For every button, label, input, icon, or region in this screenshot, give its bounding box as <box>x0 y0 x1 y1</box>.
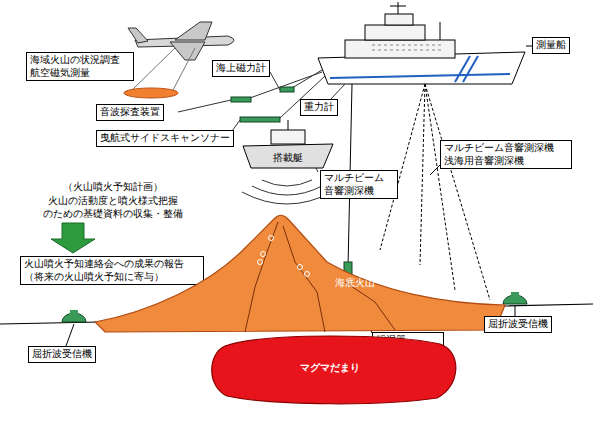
boat-cabin <box>271 130 305 144</box>
label-text: 音波探査装置 <box>100 106 160 119</box>
callout-box: 海域火山の状況調査 航空磁気測量 <box>26 52 134 81</box>
boat-mast <box>288 120 289 130</box>
callout-box: 測量船 <box>532 37 570 54</box>
magma-body <box>212 336 456 404</box>
shape-label: 搭載艇 <box>273 151 303 165</box>
callout-box: 音波探査装置 <box>96 104 164 121</box>
volcano-body <box>95 215 505 332</box>
boat: 搭載艇 <box>243 126 333 170</box>
callout-box: マルチビーム音響測深機 浅海用音響測深機 <box>440 140 572 169</box>
magma-chamber: マグマだまり <box>205 332 460 404</box>
plan-note: （火山噴火予知計画）火山の活動度と噴火様式把握 のための基礎資料の収集・整備 <box>18 180 208 220</box>
label-text: 重力計 <box>304 101 334 114</box>
block-arrow <box>51 223 95 253</box>
label-text: マルチビーム音響測深機 浅海用音響測深機 <box>444 142 568 167</box>
label-text: 火山噴火予知連絡会への成果の報告 （将来の火山噴火予知に寄与） <box>24 258 200 283</box>
boat-shape <box>243 126 333 170</box>
bubble <box>305 272 310 277</box>
shape-label: マグマだまり <box>300 361 360 375</box>
bubble <box>269 236 274 241</box>
volcano-conduit <box>245 222 395 332</box>
report-box: 火山噴火予知連絡会への成果の報告 （将来の火山噴火予知に寄与） <box>20 256 204 285</box>
label-text: 曳航式サイドスキャンソナー <box>100 132 230 145</box>
callout-box: 屈折波受信機 <box>484 316 552 333</box>
label-text: 屈折波受信機 <box>488 318 548 331</box>
label-text: 測量船 <box>536 39 566 52</box>
label-text: 海上磁力計 <box>216 62 266 75</box>
arrow-body <box>51 223 95 253</box>
label-text: マルチビーム 音響測深機 <box>324 172 394 197</box>
survey-ship <box>318 2 560 84</box>
towed-instruments <box>178 70 345 131</box>
shape-label: 海底火山 <box>335 276 375 290</box>
bubble <box>298 265 303 270</box>
callout-box: 曳航式サイドスキャンソナー <box>96 130 234 147</box>
bubble <box>258 260 263 265</box>
callout-box: 屈折波受信機 <box>28 346 96 363</box>
label-text: 海域火山の状況調査 航空磁気測量 <box>30 54 130 79</box>
note-heading: （火山噴火予知計画） <box>18 180 208 193</box>
volcano-shape <box>95 212 505 332</box>
callout-box: 重力計 <box>300 99 338 116</box>
label-text: 屈折波受信機 <box>32 348 92 361</box>
label-text: 火山の活動度と噴火様式把握 のための基礎資料の収集・整備 <box>18 194 208 220</box>
boat-hull <box>243 144 333 168</box>
callout-box: マルチビーム 音響測深機 <box>320 170 398 199</box>
bubble <box>261 252 266 257</box>
volcano: 海底火山 <box>95 212 505 332</box>
callout-box: 海上磁力計 <box>212 60 270 77</box>
